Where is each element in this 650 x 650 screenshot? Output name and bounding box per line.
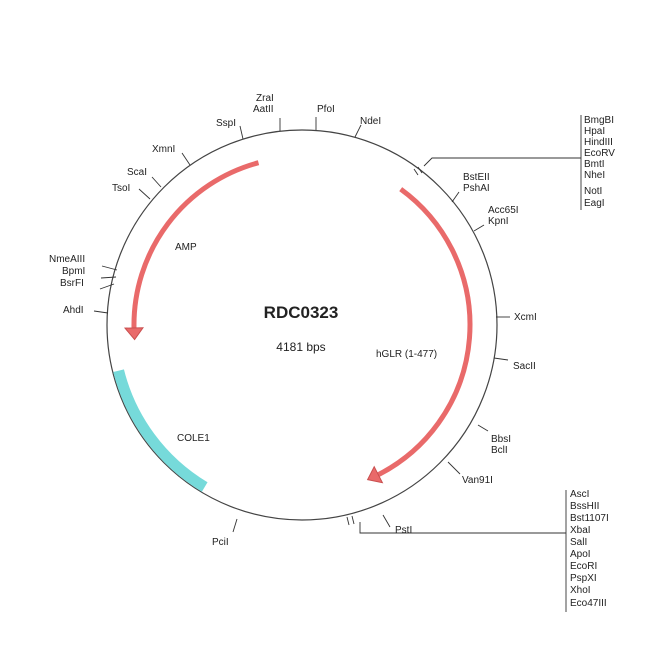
amp-gene-arrow <box>131 160 260 328</box>
site-label-pfoi: PfoI <box>317 104 335 115</box>
plasmid-backbone <box>106 129 498 521</box>
mcs-bottom-item: Eco47III <box>570 598 607 609</box>
site-label-pcii: PciI <box>212 537 229 548</box>
site-label-aatii: AatII <box>253 104 274 115</box>
site-label-xcmi: XcmI <box>514 312 537 323</box>
site-label-sacii: SacII <box>513 361 536 372</box>
mcs-bottom-item: SalI <box>570 537 587 548</box>
amp-arrowhead <box>123 327 144 341</box>
site-label-pshai: PshAI <box>463 183 490 194</box>
hglr-arrowhead <box>366 465 384 484</box>
site-label-kpni: KpnI <box>488 216 509 227</box>
site-label-sspi: SspI <box>216 118 236 129</box>
mcs-bottom-item: XhoI <box>570 585 591 596</box>
mcs-top-item: HindIII <box>584 137 613 148</box>
site-label-xmni: XmnI <box>152 144 175 155</box>
mcs-bottom-marker <box>346 515 355 526</box>
mcs-top-item: EcoRV <box>584 148 615 159</box>
mcs-top-item: NheI <box>584 170 605 181</box>
mcs-bottom-item: ApoI <box>570 549 591 560</box>
hglr-label: hGLR (1-477) <box>376 349 437 360</box>
mcs-top-item: BmgBI <box>584 115 614 126</box>
mcs-bottom-item: EcoRI <box>570 561 597 572</box>
cole1-label: COLE1 <box>177 433 210 444</box>
site-label-ndei: NdeI <box>360 116 381 127</box>
mcs-top-item: HpaI <box>584 126 605 137</box>
mcs-top-item: EagI <box>584 198 605 209</box>
site-label-bbsi: BbsI <box>491 434 511 445</box>
site-label-psti: PstI <box>395 525 412 536</box>
mcs-top-marker <box>413 166 423 176</box>
site-label-van91i: Van91I <box>462 475 493 486</box>
site-label-bsrfi: BsrFI <box>60 278 84 289</box>
mcs-bottom-item: XbaI <box>570 525 591 536</box>
mcs-bottom-item: AscI <box>570 489 589 500</box>
site-ticks <box>93 117 581 534</box>
plasmid-name: RDC0323 <box>264 303 339 322</box>
site-label-bsteii: BstEII <box>463 172 490 183</box>
site-label-bpmi: BpmI <box>62 266 85 277</box>
mcs-bottom-item: BssHII <box>570 501 599 512</box>
site-label-ahdi: AhdI <box>63 305 84 316</box>
mcs-top-item: BmtI <box>584 159 605 170</box>
site-label-tsoi: TsoI <box>112 183 130 194</box>
site-label-scai: ScaI <box>127 167 147 178</box>
plasmid-size: 4181 bps <box>276 340 325 354</box>
mcs-top-item: NotI <box>584 186 602 197</box>
mcs-bottom-item: PspXI <box>570 573 597 584</box>
site-label-nmeaiii: NmeAIII <box>49 254 85 265</box>
hglr-gene-arrow <box>377 187 473 477</box>
site-label-zrai: ZraI <box>256 93 274 104</box>
amp-label: AMP <box>175 242 197 253</box>
mcs-bottom-item: Bst1107I <box>570 513 609 524</box>
site-label-bcli: BclI <box>491 445 508 456</box>
site-label-acc65i: Acc65I <box>488 205 519 216</box>
cole1-feature <box>113 369 208 492</box>
